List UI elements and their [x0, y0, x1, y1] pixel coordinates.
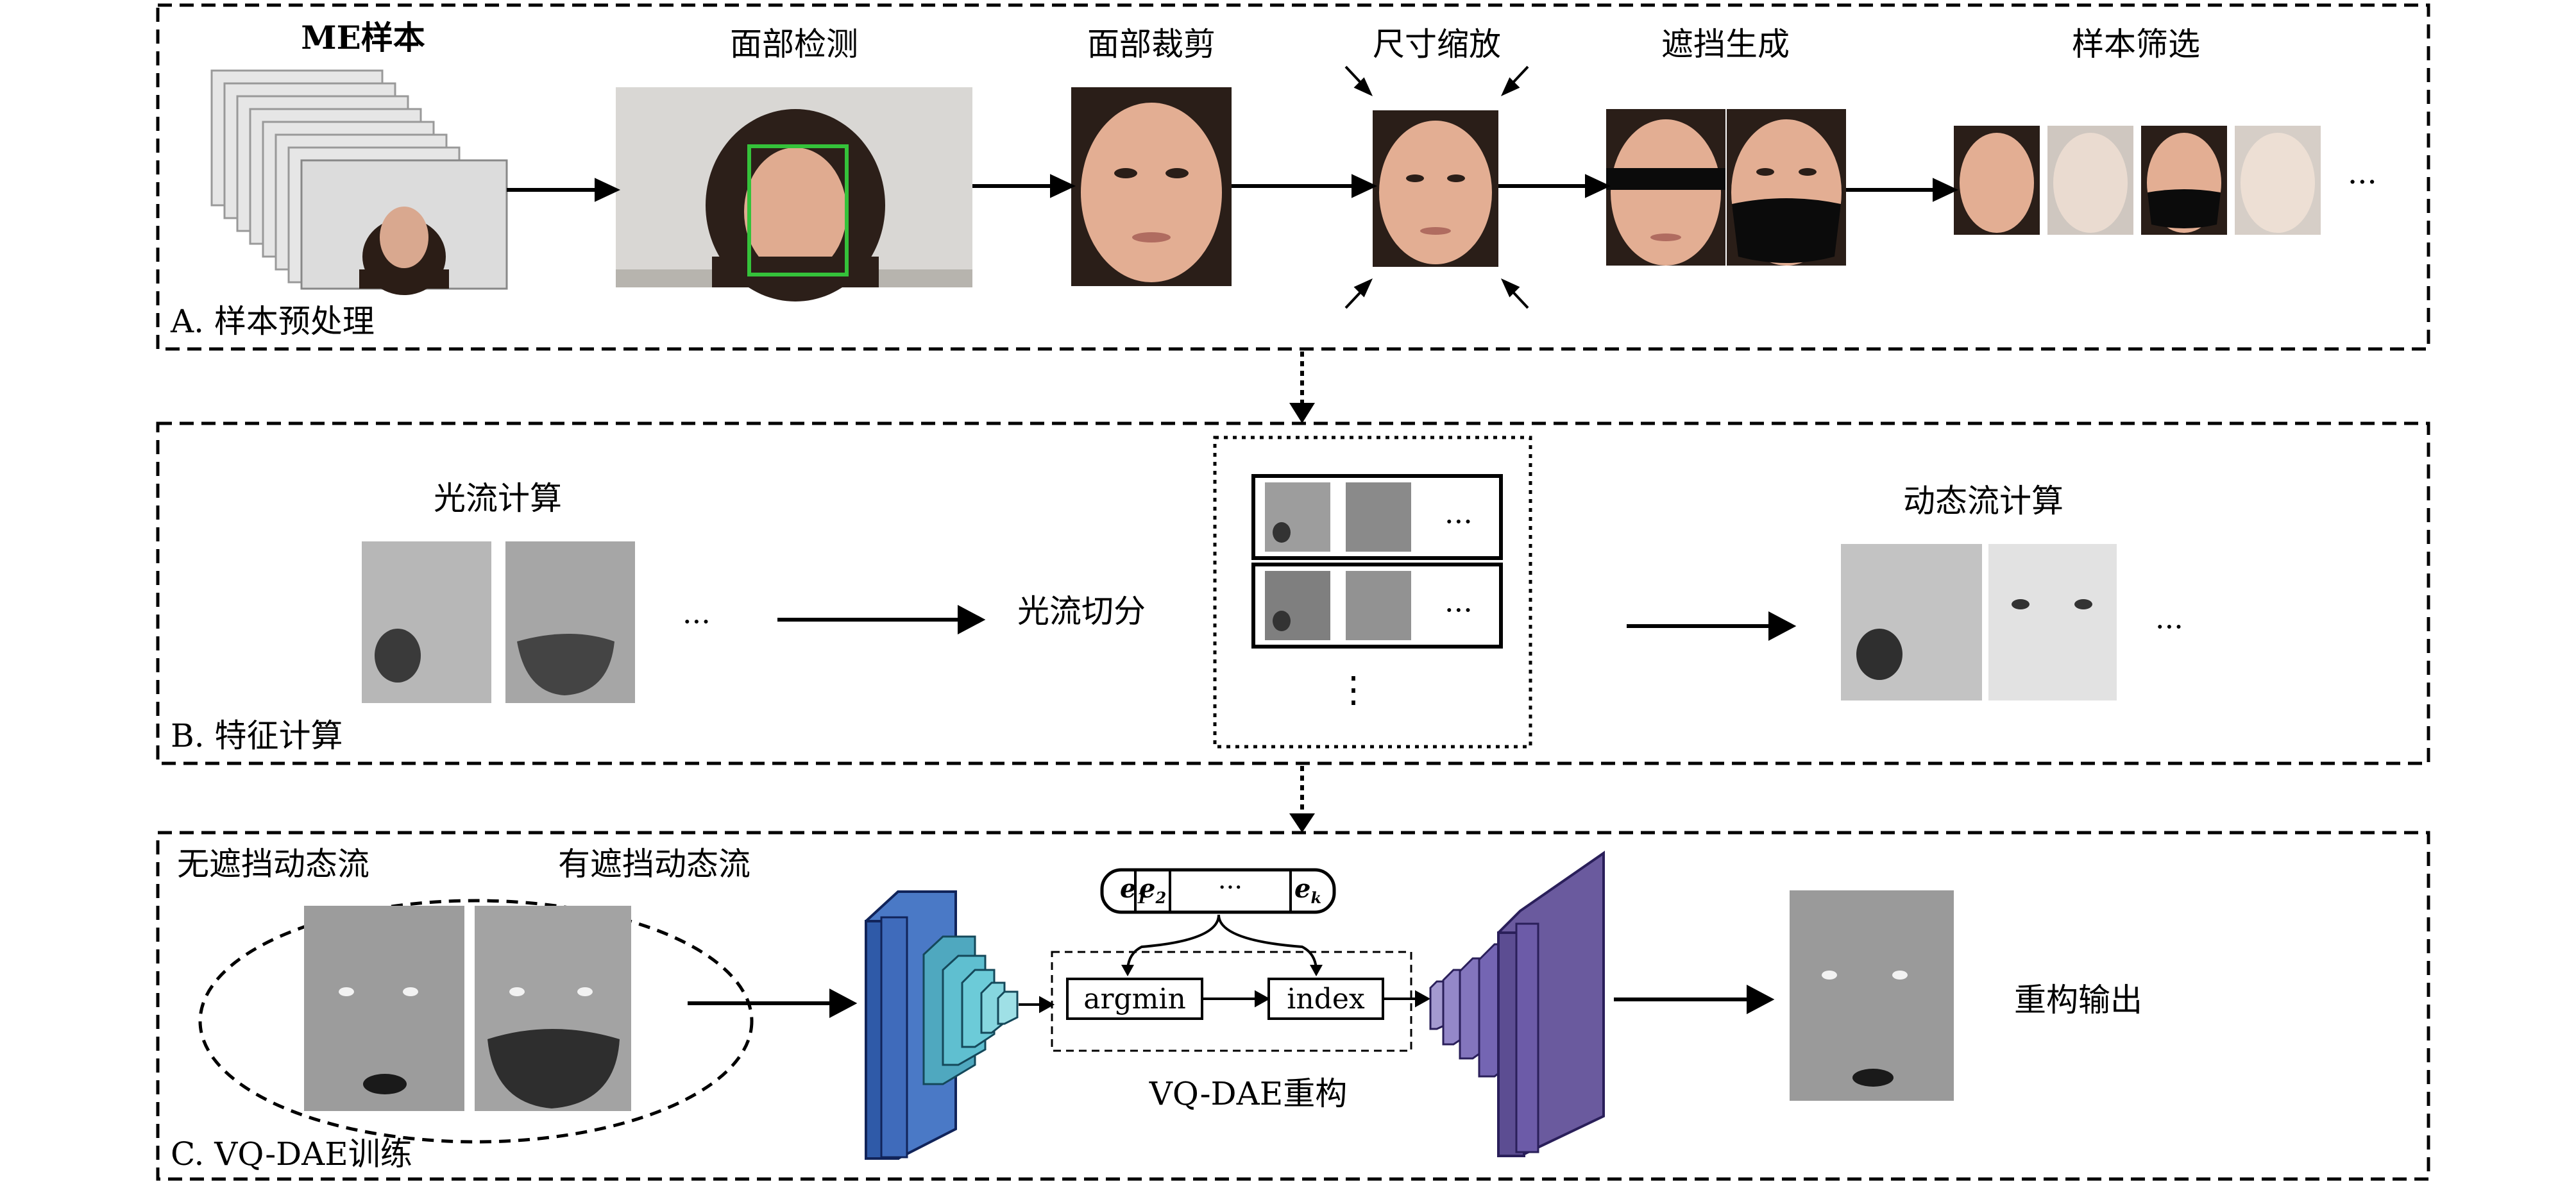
section-c-frame	[156, 831, 2430, 1181]
codebook-arrows	[1126, 914, 1318, 969]
arrow-c-1	[688, 989, 858, 1018]
arrow-argmin-index	[1202, 990, 1271, 1008]
decoder-stack	[1429, 851, 1605, 1157]
flow-split-row-2	[1251, 563, 1503, 649]
dynamic-flow-ellipsis: ···	[2155, 609, 2183, 644]
section-b-title: B. 特征计算	[171, 717, 343, 754]
flow-split-row-1	[1251, 474, 1503, 560]
dynamic-flow-label: 动态流计算	[1903, 482, 2063, 520]
encoder-stack	[865, 890, 1019, 1160]
optical-flow-image-2	[505, 541, 635, 703]
arrow-quant-to-dec	[1383, 990, 1431, 1008]
codebook-e1: e1	[1120, 874, 1148, 907]
section-a-frame	[156, 3, 2430, 351]
resize-arrows	[1344, 65, 1529, 309]
selection-thumb-2	[2047, 126, 2133, 235]
unoccluded-flow-image	[304, 906, 464, 1111]
step-face-crop-label: 面部裁剪	[1087, 26, 1216, 63]
occlusion-mask-image	[1727, 109, 1846, 266]
selection-ellipsis: ···	[2348, 164, 2377, 200]
input-ellipse	[198, 899, 754, 1144]
optical-flow-label: 光流计算	[434, 480, 562, 517]
connector-b-c	[1289, 766, 1315, 833]
step-resize-label: 尺寸缩放	[1373, 26, 1501, 63]
arrow-b-2	[1627, 611, 1797, 641]
arrows-section-a	[507, 174, 1959, 202]
step-me-sample-label: ME样本	[301, 19, 425, 56]
vqdae-label: VQ-DAE重构	[1149, 1075, 1348, 1112]
quantizer-box	[1051, 951, 1412, 1052]
face-resized-image	[1373, 110, 1498, 267]
step-selection-label: 样本筛选	[2072, 26, 2200, 63]
selection-thumb-4	[2235, 126, 2321, 235]
selection-thumb-1	[1954, 126, 2040, 235]
section-a-title: A. 样本预处理	[171, 303, 375, 340]
flow-split-vdots: ⋮	[1335, 669, 1371, 711]
arrow-enc-to-quant	[1019, 996, 1055, 1014]
flow-split-label: 光流切分	[1017, 593, 1146, 630]
codebook-e2: e2	[1139, 874, 1167, 907]
section-b-frame	[156, 421, 2430, 765]
occlusion-eye-bar-image	[1606, 109, 1725, 266]
flow-split-box	[1213, 436, 1532, 749]
codebook-arrowheads	[1121, 965, 1323, 976]
optical-flow-image-1	[362, 541, 491, 703]
reconstruction-output-image	[1790, 890, 1954, 1101]
step-face-detection-label: 面部检测	[730, 26, 858, 63]
flow-split-row2-ellipsis: ···	[1445, 593, 1473, 627]
occluded-flow-label: 有遮挡动态流	[558, 845, 750, 883]
step-occlusion-label: 遮挡生成	[1661, 26, 1790, 63]
arrow-c-2	[1614, 985, 1775, 1014]
codebook	[1100, 868, 1336, 914]
dynamic-flow-image-1	[1841, 544, 1982, 700]
codebook-ellipsis: ···	[1217, 873, 1243, 903]
optical-flow-ellipsis: ···	[682, 604, 711, 639]
dynamic-flow-image-2	[1988, 544, 2117, 700]
connector-a-b	[1289, 352, 1315, 423]
face-detection-image	[616, 87, 972, 301]
occluded-flow-image	[475, 906, 631, 1111]
face-crop-image	[1071, 87, 1232, 286]
codebook-ek: ek	[1294, 874, 1322, 907]
selection-thumb-3	[2141, 126, 2227, 235]
section-c-title: C. VQ-DAE训练	[171, 1135, 412, 1173]
argmin-label: argmin	[1083, 983, 1186, 1015]
unoccluded-flow-label: 无遮挡动态流	[177, 845, 369, 883]
flow-split-row1-ellipsis: ···	[1445, 504, 1473, 539]
reconstruction-output-label: 重构输出	[2014, 981, 2142, 1019]
index-label: index	[1287, 983, 1365, 1015]
arrow-b-1	[777, 605, 986, 634]
me-sample-stack	[210, 69, 508, 295]
